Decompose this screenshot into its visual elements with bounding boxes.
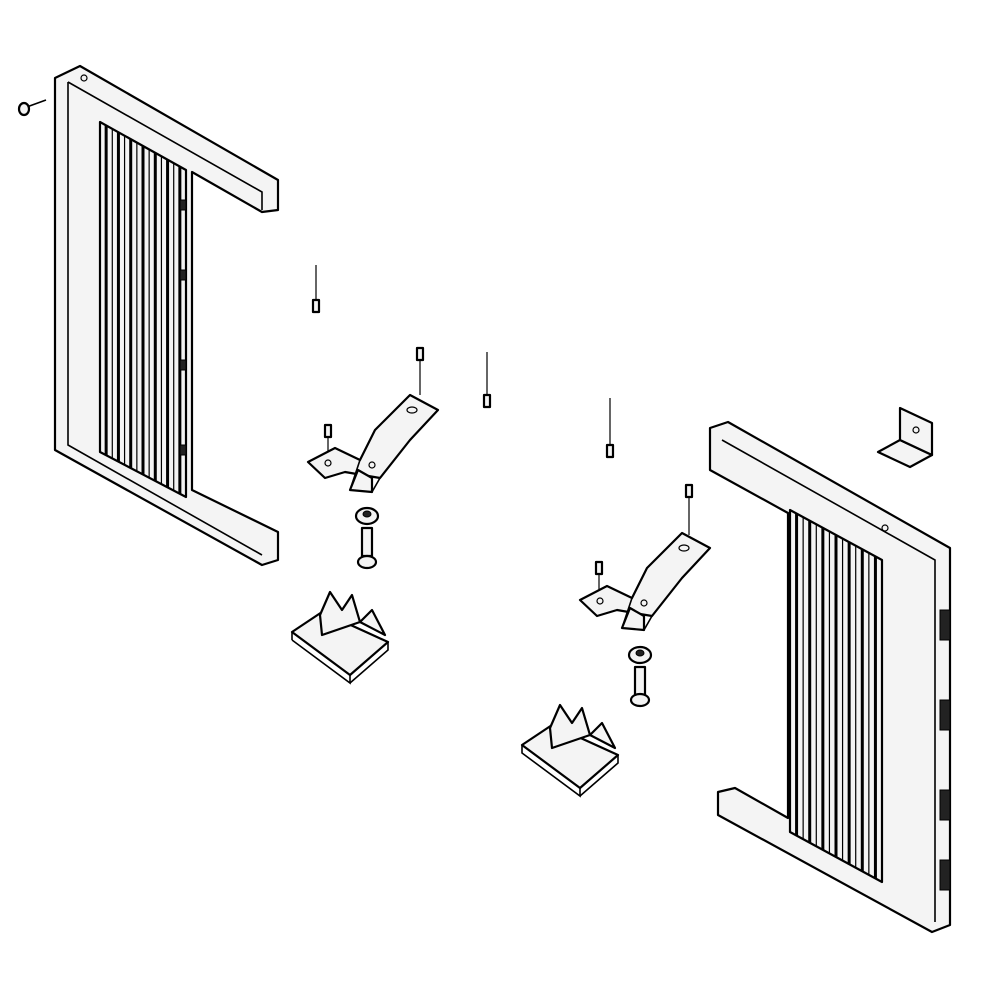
right-side-panel: [708, 420, 952, 934]
mounting-bracket-right: [578, 531, 712, 632]
sill-clip-left: [290, 590, 390, 685]
angle-bracket-icon: [876, 406, 934, 469]
left-side-panel: [53, 64, 280, 567]
sill-clip-right: [520, 703, 620, 798]
screws: [311, 265, 694, 598]
nut-icon: [354, 506, 653, 665]
screw-icon: [17, 99, 47, 117]
bolt-icon: [356, 526, 651, 708]
mounting-bracket-left: [306, 393, 440, 494]
